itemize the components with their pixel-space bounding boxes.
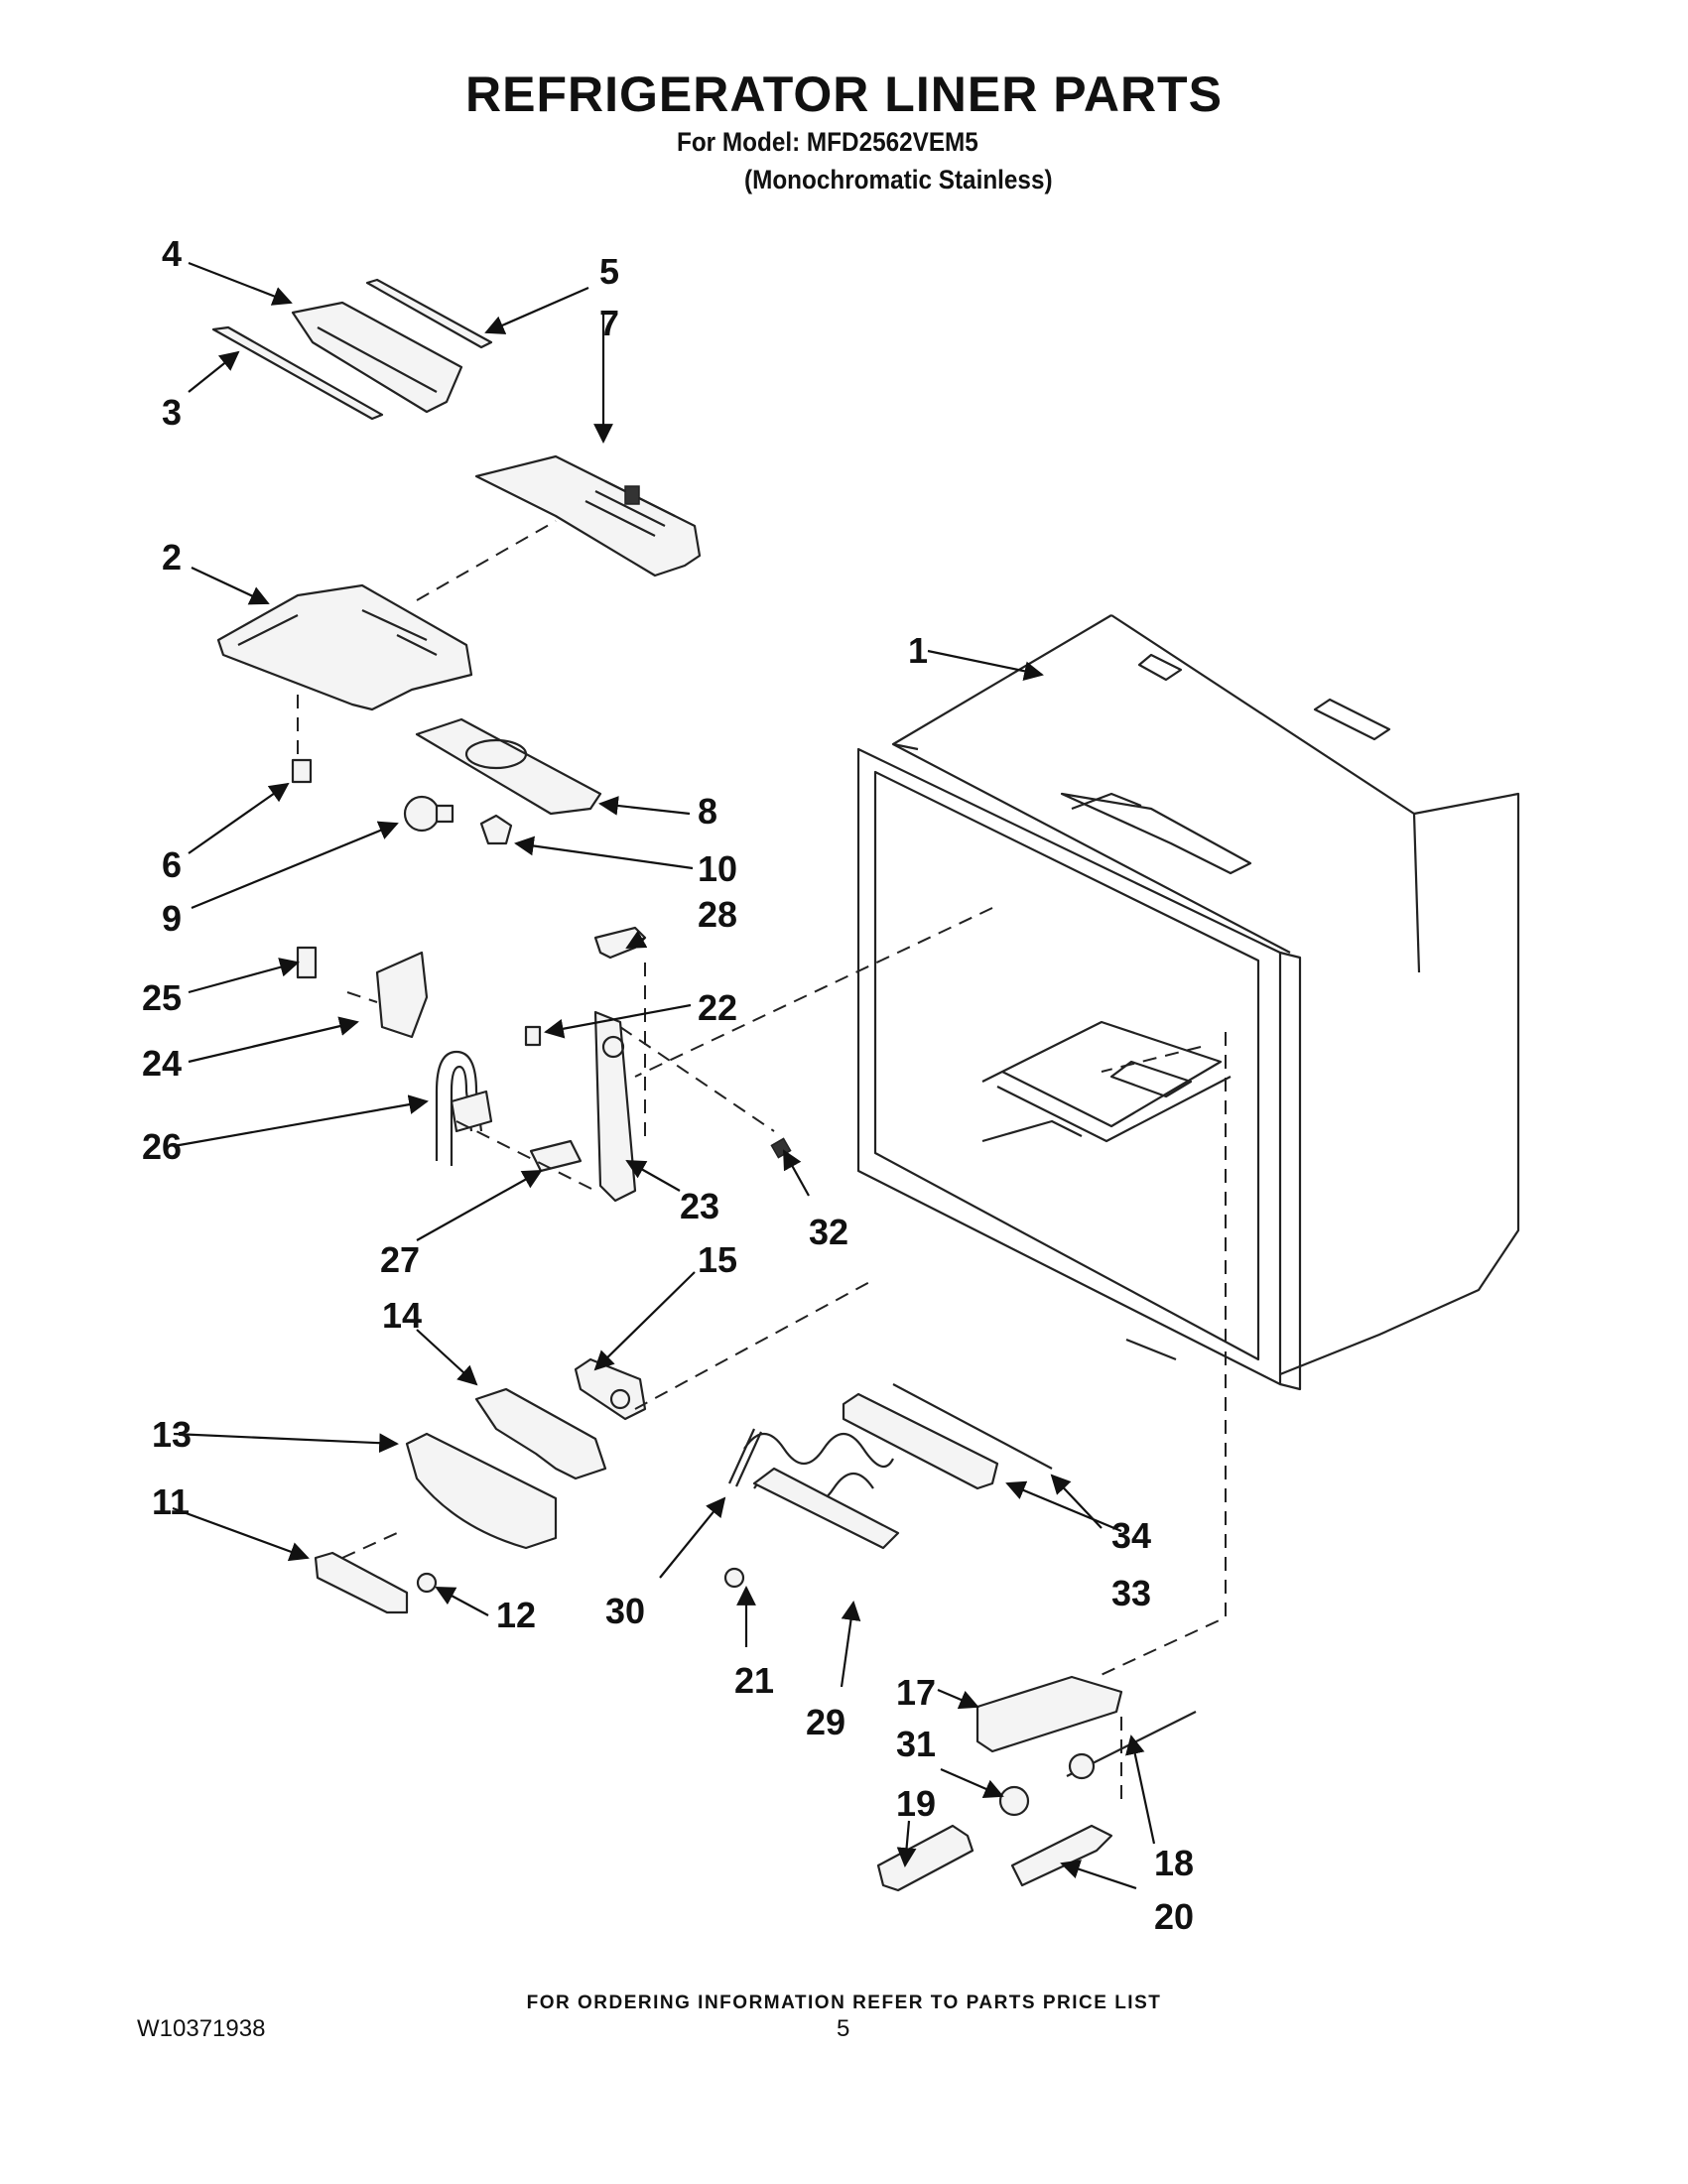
callout-19: 19 <box>896 1783 936 1824</box>
part-8 <box>415 717 602 816</box>
part-6 <box>291 758 313 784</box>
part-14 <box>474 1387 607 1480</box>
callout-17: 17 <box>896 1672 936 1713</box>
callout-labels: 1 2 3 4 5 6 7 8 9 10 11 12 13 14 15 17 1… <box>142 233 1194 1937</box>
part-11 <box>314 1551 409 1614</box>
part-21 <box>723 1567 745 1589</box>
callout-18: 18 <box>1154 1843 1194 1883</box>
callout-33: 33 <box>1111 1573 1151 1613</box>
model-line: For Model: MFD2562VEM5 <box>677 127 978 157</box>
callout-21: 21 <box>734 1660 774 1701</box>
part-29 <box>743 1432 900 1550</box>
callout-10: 10 <box>698 848 737 889</box>
callout-11: 11 <box>152 1481 190 1522</box>
part-27 <box>529 1139 583 1173</box>
part-30 <box>727 1428 763 1487</box>
part-13 <box>405 1432 558 1550</box>
callout-12: 12 <box>496 1595 536 1635</box>
callout-2: 2 <box>162 537 182 578</box>
part-12 <box>416 1572 438 1594</box>
callout-22: 22 <box>698 987 737 1028</box>
callout-34: 34 <box>1111 1515 1151 1556</box>
part-25 <box>296 946 318 979</box>
part-15 <box>574 1357 647 1421</box>
callout-15: 15 <box>698 1239 737 1280</box>
part-26 <box>435 1050 493 1166</box>
callout-29: 29 <box>806 1702 845 1742</box>
callout-6: 6 <box>162 844 182 885</box>
assembly-lines <box>297 520 1227 1806</box>
part-17 <box>975 1675 1123 1753</box>
part-31 <box>998 1785 1030 1817</box>
part-24 <box>375 951 429 1039</box>
callout-7: 7 <box>599 303 619 343</box>
callout-4: 4 <box>162 233 182 274</box>
leader-lines <box>172 261 1156 1890</box>
callout-26: 26 <box>142 1126 182 1167</box>
callout-32: 32 <box>809 1212 848 1252</box>
callout-30: 30 <box>605 1591 645 1631</box>
part-20 <box>1010 1824 1113 1887</box>
part-33 <box>842 1392 999 1490</box>
callout-27: 27 <box>380 1239 420 1280</box>
part-23 <box>593 1010 637 1203</box>
callout-3: 3 <box>162 392 182 433</box>
callout-13: 13 <box>152 1414 192 1455</box>
callout-31: 31 <box>896 1724 936 1764</box>
part-9 <box>403 795 454 833</box>
callout-28: 28 <box>698 894 737 935</box>
variant-line: (Monochromatic Stainless) <box>744 165 1053 194</box>
callout-24: 24 <box>142 1043 182 1084</box>
part-1-liner <box>856 614 1520 1391</box>
part-22 <box>524 1025 542 1047</box>
callout-1: 1 <box>908 630 928 671</box>
ordering-note: FOR ORDERING INFORMATION REFER TO PARTS … <box>526 1992 1162 2013</box>
callout-20: 20 <box>1154 1896 1194 1937</box>
part-10 <box>479 814 513 845</box>
page-title: REFRIGERATOR LINER PARTS <box>465 66 1223 122</box>
callout-5: 5 <box>599 251 619 292</box>
part-19 <box>876 1824 974 1892</box>
part-3 <box>211 325 384 421</box>
page-number: 5 <box>837 2015 850 2042</box>
part-34 <box>892 1383 1053 1470</box>
callout-23: 23 <box>680 1186 719 1226</box>
callout-25: 25 <box>142 977 182 1018</box>
part-5 <box>365 278 493 349</box>
part-32 <box>770 1137 792 1159</box>
callout-9: 9 <box>162 898 182 939</box>
part-4 <box>291 301 463 414</box>
callout-8: 8 <box>698 791 717 832</box>
document-number: W10371938 <box>137 2015 266 2042</box>
callout-14: 14 <box>382 1295 422 1336</box>
part-2 <box>216 583 473 711</box>
part-7 <box>474 454 702 578</box>
